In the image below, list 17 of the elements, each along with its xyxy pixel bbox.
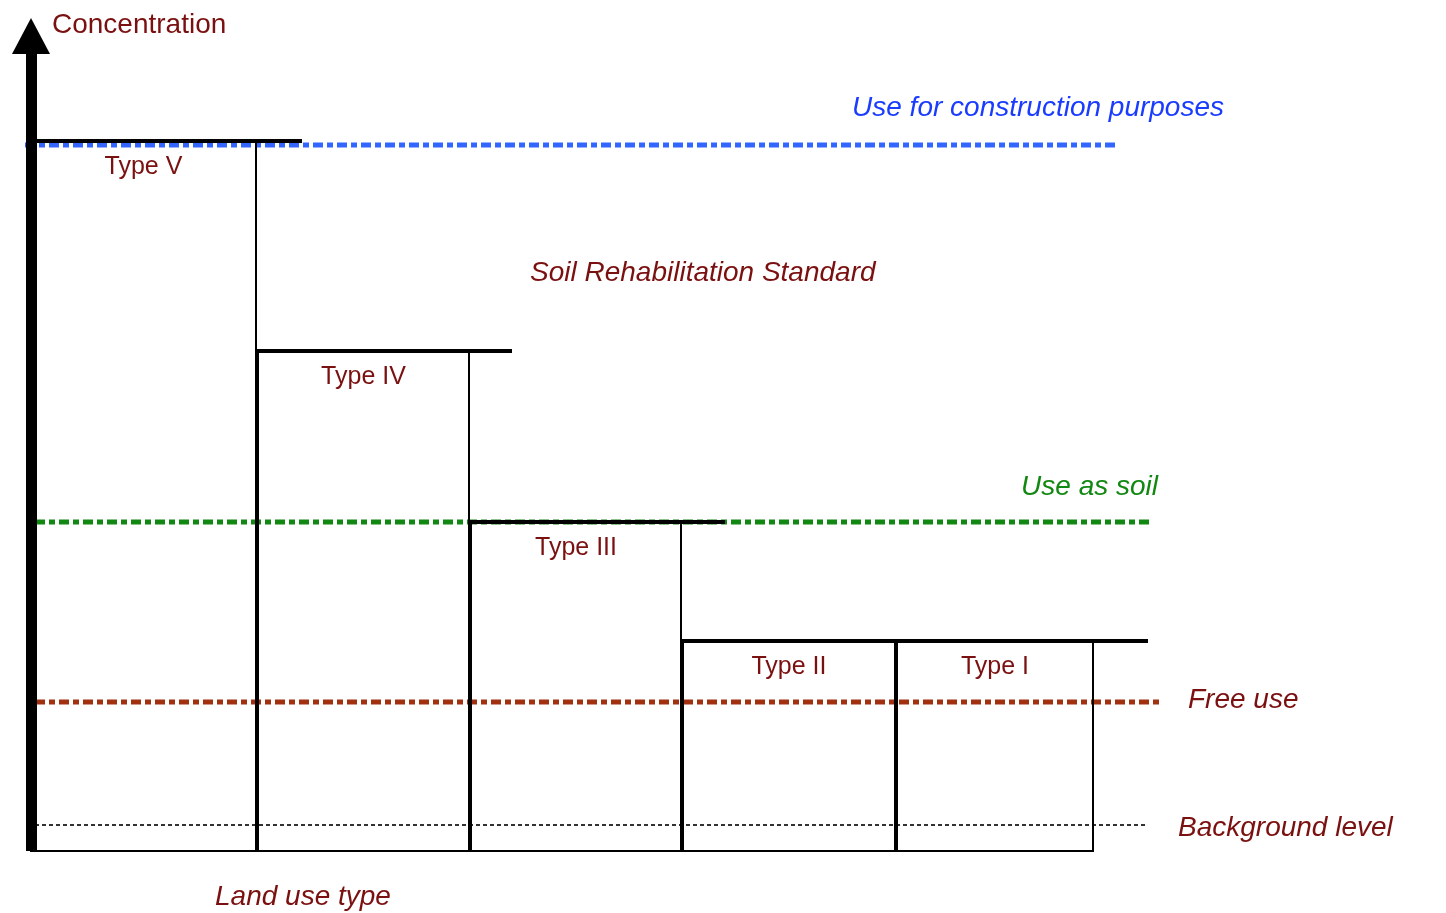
land-use-bar xyxy=(257,351,470,852)
bar-label: Type III xyxy=(534,532,618,561)
land-use-bar xyxy=(682,641,896,852)
axis-title: Land use type xyxy=(215,882,391,910)
land-use-bar xyxy=(470,522,682,852)
bar-label: Type I xyxy=(959,651,1031,680)
threshold-label: Use for construction purposes xyxy=(852,93,1224,121)
axis-title: Concentration xyxy=(52,10,227,38)
land-use-bar xyxy=(30,141,257,852)
threshold-label: Free use xyxy=(1188,685,1299,713)
bar-label: Type II xyxy=(750,651,828,680)
bar-label: Type V xyxy=(103,151,184,180)
threshold-label: Background level xyxy=(1178,813,1393,841)
standard-label: Soil Rehabilitation Standard xyxy=(530,258,876,286)
land-use-bar xyxy=(896,641,1094,852)
threshold-label: Use as soil xyxy=(1021,472,1158,500)
bar-label: Type IV xyxy=(320,361,407,390)
